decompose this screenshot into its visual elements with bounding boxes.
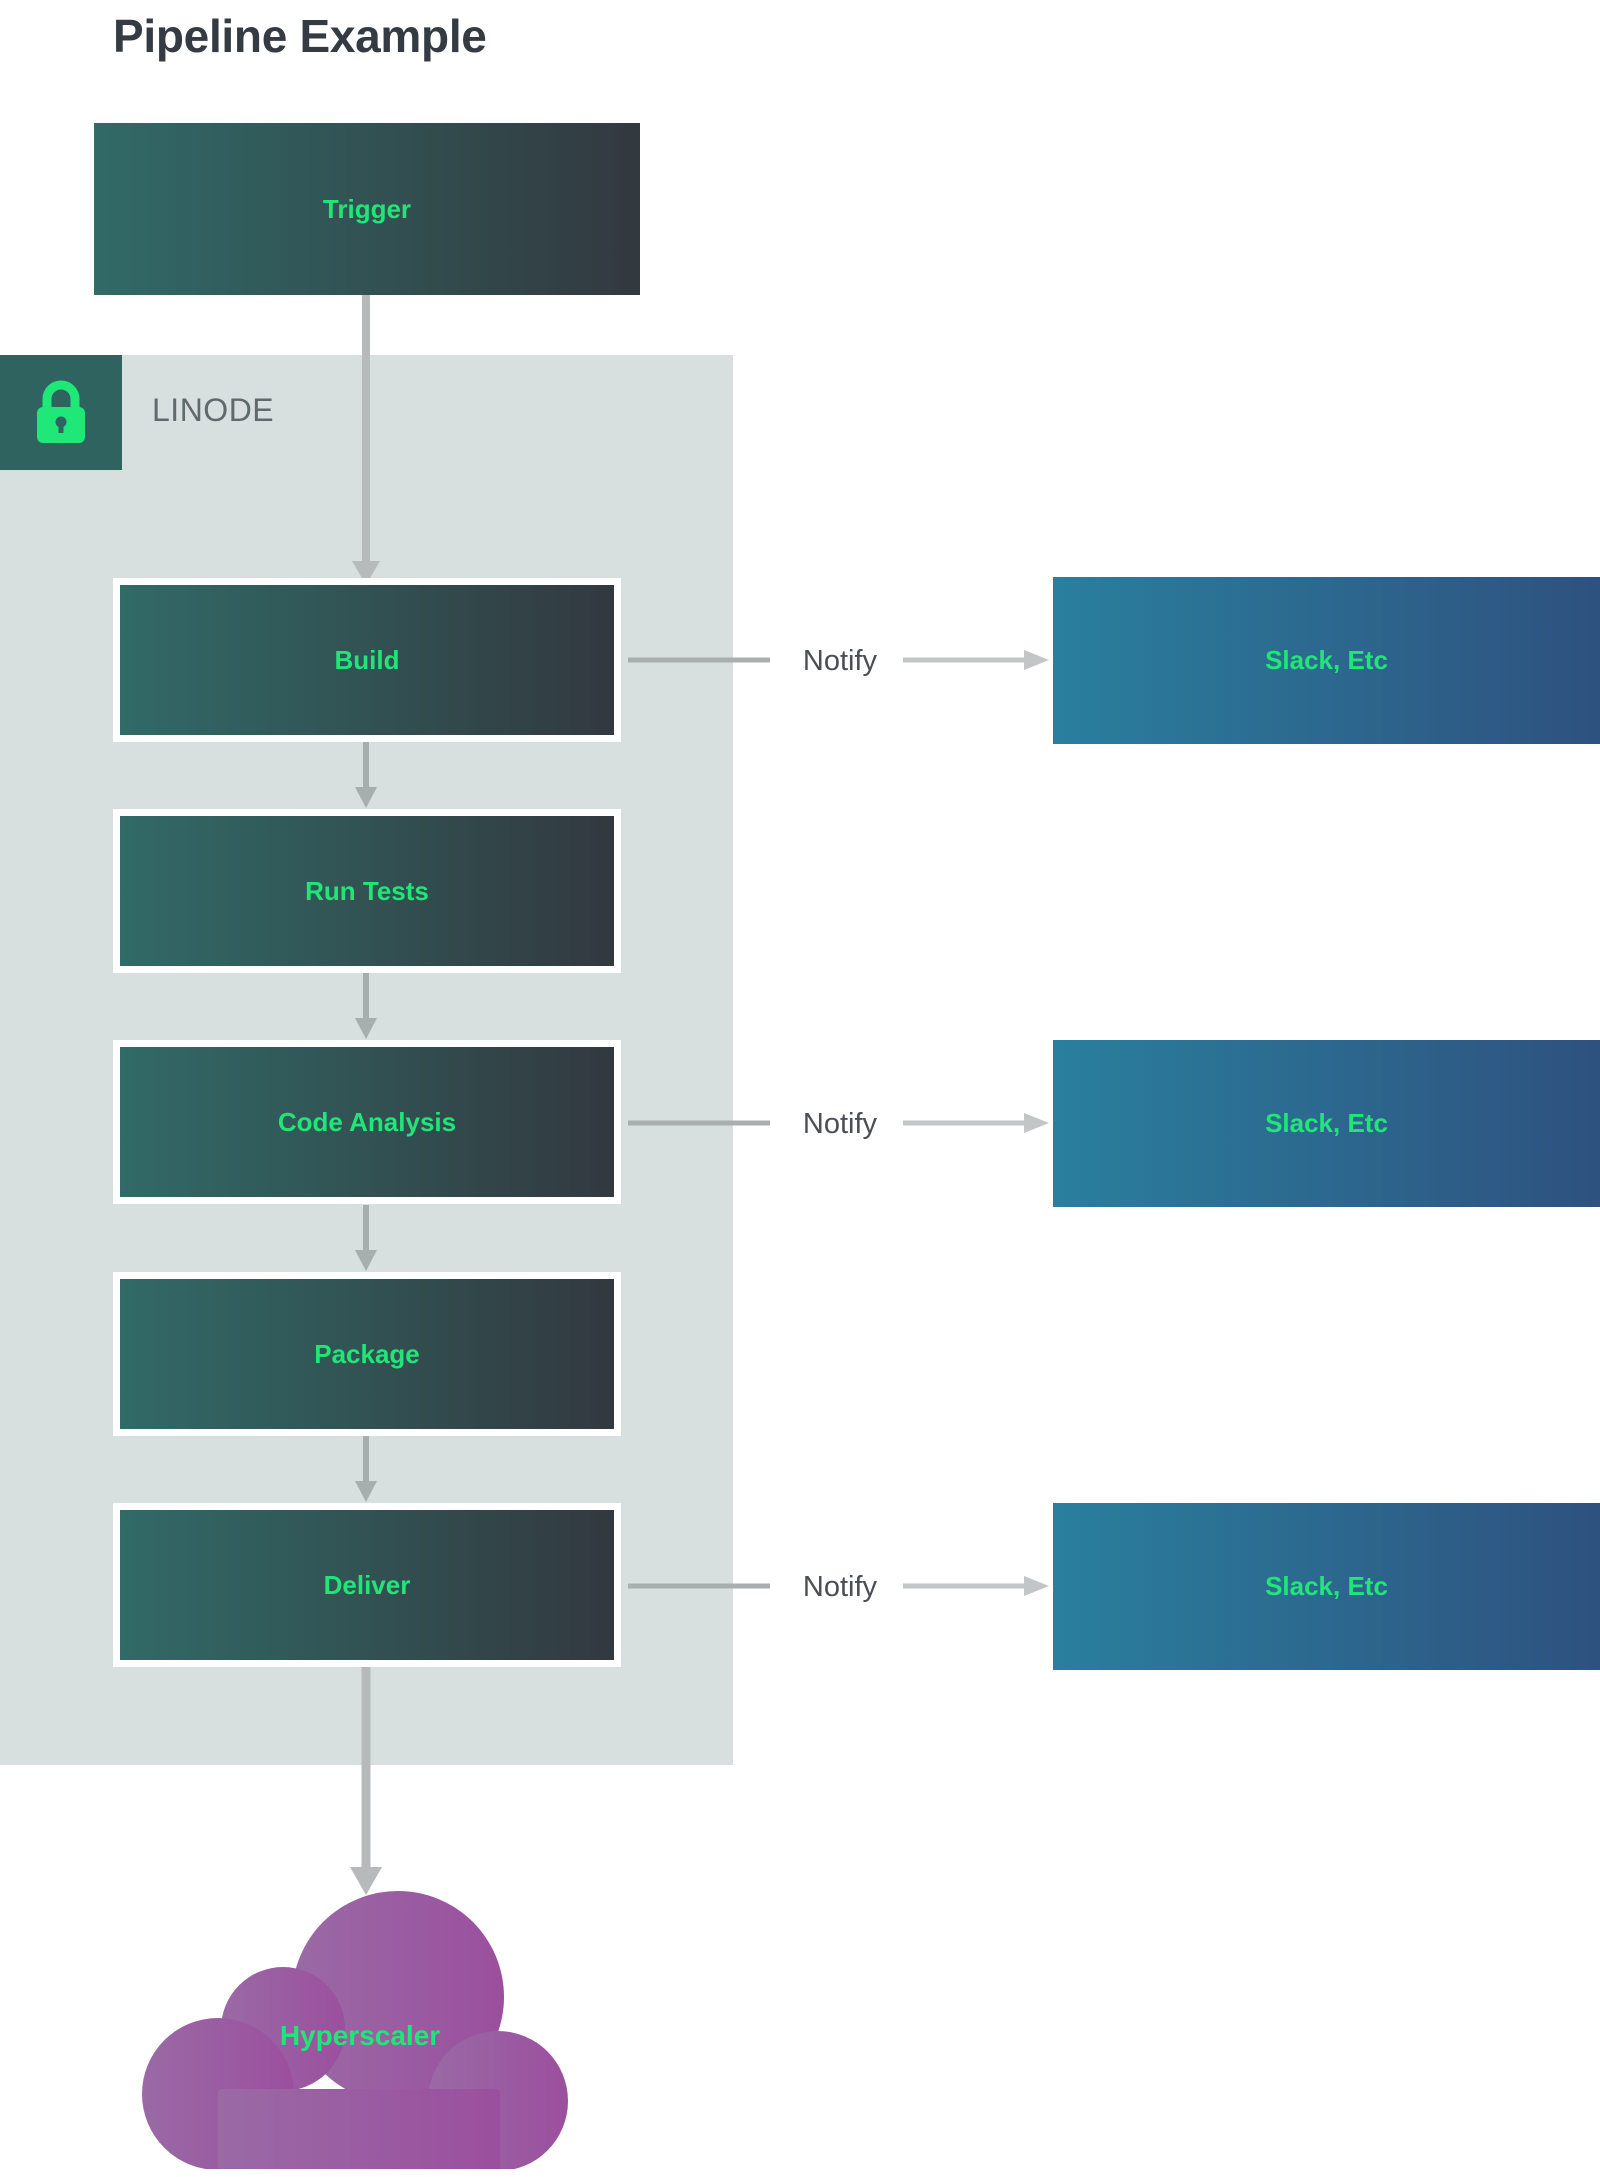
- node-build-label: Build: [334, 644, 400, 675]
- node-code-analysis-label: Code Analysis: [277, 1106, 457, 1137]
- node-code-analysis[interactable]: Code Analysis: [113, 1040, 621, 1204]
- node-slack-3-label: Slack, Etc: [1265, 1571, 1388, 1601]
- node-package[interactable]: Package: [113, 1272, 621, 1436]
- node-trigger[interactable]: Trigger: [94, 123, 640, 295]
- lock-icon: [37, 380, 85, 443]
- node-build[interactable]: Build: [113, 578, 621, 742]
- node-package-label: Package: [314, 1338, 420, 1369]
- node-run-tests[interactable]: Run Tests: [113, 809, 621, 973]
- node-slack-1-label: Slack, Etc: [1265, 645, 1388, 675]
- node-slack-1[interactable]: Slack, Etc: [1053, 577, 1600, 744]
- node-trigger-label: Trigger: [322, 193, 412, 224]
- node-deliver-label: Deliver: [323, 1569, 411, 1600]
- page-title: Pipeline Example: [113, 10, 487, 62]
- boundary-badge: [0, 355, 122, 470]
- node-hyperscaler-label: Hyperscaler: [279, 2020, 441, 2051]
- node-slack-2-label: Slack, Etc: [1265, 1108, 1388, 1138]
- boundary-label: LINODE: [152, 392, 275, 428]
- edge-label-notify-code-analysis: Notify: [802, 1108, 878, 1140]
- node-slack-2[interactable]: Slack, Etc: [1053, 1040, 1600, 1207]
- edge-label-notify-deliver: Notify: [802, 1571, 878, 1603]
- edge-label-notify-build: Notify: [802, 645, 878, 677]
- node-slack-3[interactable]: Slack, Etc: [1053, 1503, 1600, 1670]
- node-hyperscaler-cloud[interactable]: [140, 1889, 580, 2169]
- node-deliver[interactable]: Deliver: [113, 1503, 621, 1667]
- node-run-tests-label: Run Tests: [305, 875, 429, 906]
